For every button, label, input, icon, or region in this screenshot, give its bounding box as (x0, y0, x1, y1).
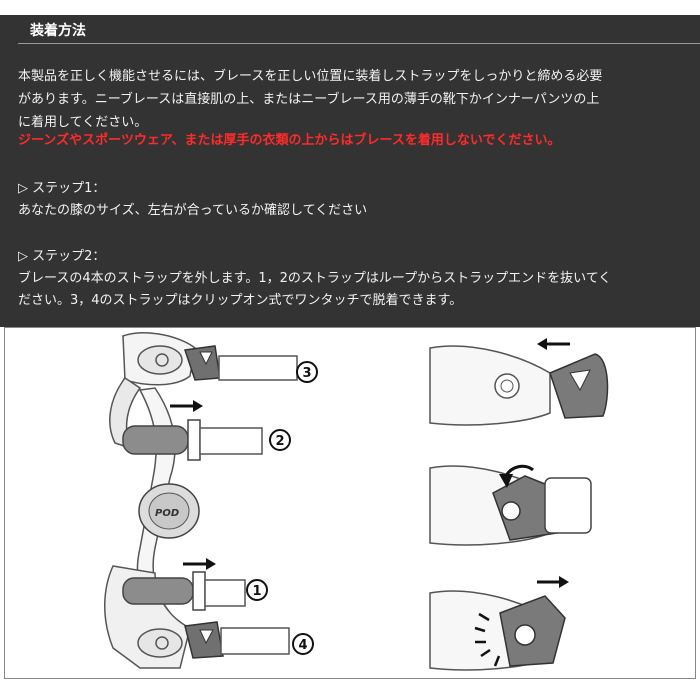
clip-detail-2 (429, 464, 592, 546)
instruction-panel: 装着方法 本製品を正しく機能させるには、ブレースを正しい位置に装着しストラップを… (0, 15, 700, 327)
section-title: 装着方法 (30, 23, 86, 39)
intro-line-2: があります。ニーブレースは直接肌の上、またはニーブレース用の薄手の靴下かインナー… (18, 92, 600, 107)
arrow-right-icon (183, 558, 216, 570)
strap-3: 3 (184, 345, 318, 383)
strap-illustration: POD 3 2 1 (4, 327, 696, 679)
intro-line-3: に着用してください。 (18, 115, 148, 130)
strap-number-1-badge (246, 579, 268, 601)
warning-text: ジーンズやスポーツウェア、または厚手の衣類の上からはブレースを着用しないでくださ… (18, 133, 561, 148)
strap-number-4-badge (292, 633, 314, 655)
strap-4: 4 (184, 621, 314, 659)
clip-detail-1 (429, 338, 609, 426)
step1-text: あなたの膝のサイズ、左右が合っているか確認してください (18, 203, 368, 218)
strap-number-2-badge (269, 429, 291, 451)
arrow-right-icon (537, 576, 569, 588)
arrow-right-icon (170, 400, 203, 412)
strap-number-1: 1 (252, 584, 261, 599)
strap-number-3-badge (296, 361, 318, 383)
clip-detail-3 (429, 576, 569, 671)
brace-logo: POD (155, 508, 179, 519)
illustration-svg: POD 3 2 1 (104, 332, 609, 671)
title-divider (18, 43, 700, 44)
step2-line-1: ブレースの4本のストラップを外します。1，2のストラップはループからストラップエ… (18, 271, 612, 286)
strap-2: 2 (122, 400, 291, 461)
strap-number-2: 2 (275, 434, 284, 449)
section-header: 装着方法 (0, 15, 700, 45)
strap-number-4: 4 (298, 638, 307, 653)
knee-hinge: POD (138, 483, 200, 539)
intro-line-1: 本製品を正しく機能させるには、ブレースを正しい位置に装着しストラップをしっかりと… (18, 69, 603, 84)
arrow-left-icon (537, 338, 570, 350)
step2-heading: ▷ ステップ2： (18, 249, 106, 264)
rotate-arrow-icon (499, 464, 534, 488)
click-burst-icon (474, 612, 501, 667)
step2-line-2: ださい。3，4のストラップはクリップオン式でワンタッチで脱着できます。 (18, 293, 463, 308)
strap-1: 1 (122, 558, 268, 611)
strap-number-3: 3 (302, 366, 311, 381)
step1-heading: ▷ ステップ1： (18, 181, 106, 196)
